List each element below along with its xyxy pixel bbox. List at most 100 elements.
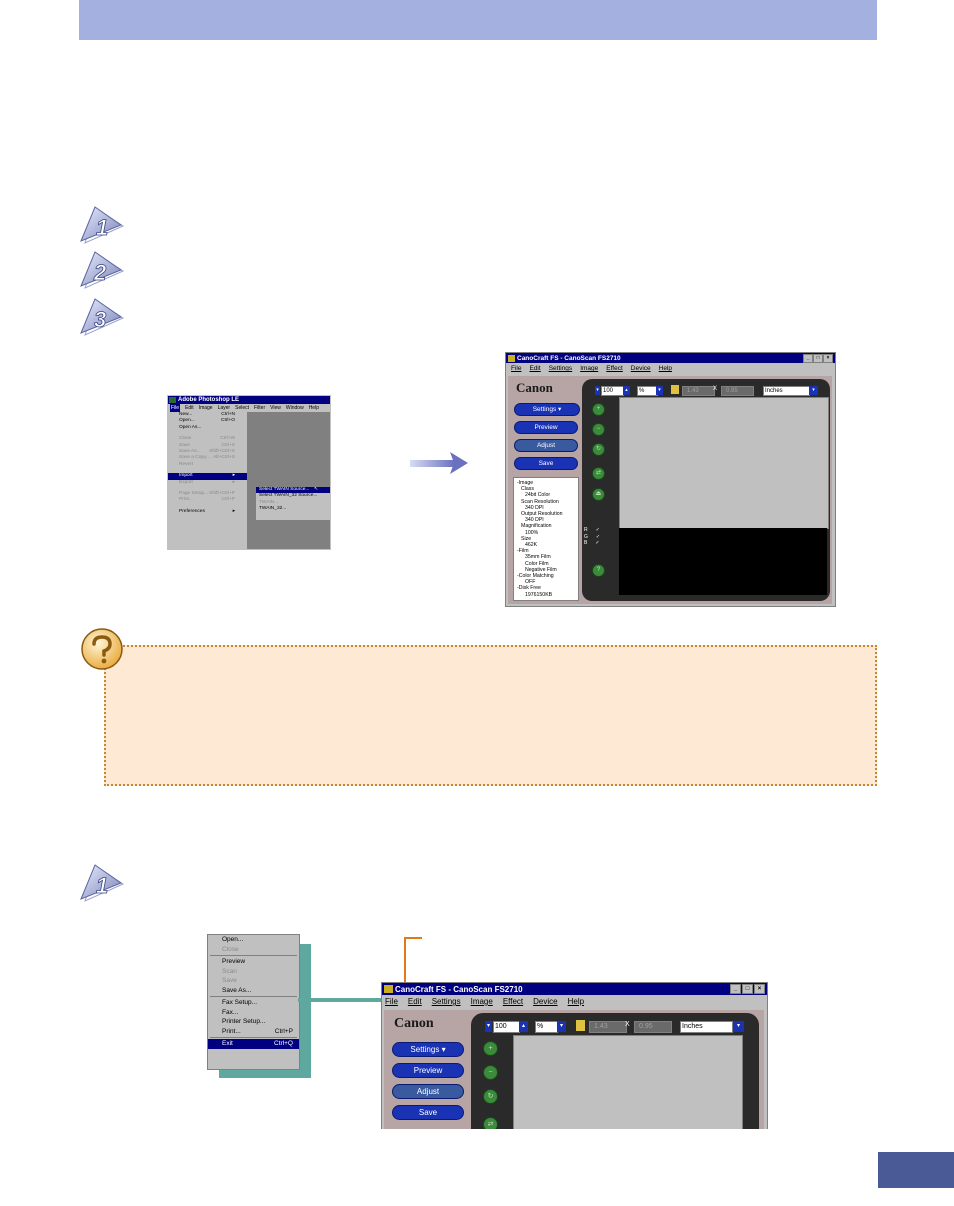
- zoom-field-2[interactable]: 100: [493, 1021, 520, 1033]
- file-menu-item[interactable]: Open...: [208, 935, 299, 945]
- save-button[interactable]: Save: [514, 457, 578, 470]
- photoshop-import-submenu-item[interactable]: Select TWAIN Source...↖: [256, 487, 330, 494]
- canocraft-menu-effect[interactable]: Effect: [502, 997, 524, 1006]
- height-field-2[interactable]: 0.95: [634, 1021, 672, 1033]
- preview-area[interactable]: [619, 397, 829, 529]
- photoshop-menu-help[interactable]: Help: [308, 405, 319, 411]
- preview-area-2[interactable]: [513, 1035, 743, 1129]
- canocraft-menu-edit[interactable]: Edit: [529, 365, 541, 372]
- eject-icon[interactable]: ⏏: [592, 488, 605, 501]
- canocraft-menu-help[interactable]: Help: [658, 365, 673, 372]
- canocraft-menu-effect[interactable]: Effect: [606, 365, 623, 372]
- close-button[interactable]: ×: [823, 354, 833, 363]
- canocraft-menu-device[interactable]: Device: [630, 365, 651, 372]
- units-select-2[interactable]: Inches: [680, 1021, 733, 1033]
- photoshop-file-menu-item[interactable]: Import▸: [168, 473, 247, 480]
- width-field[interactable]: 1.43: [682, 386, 715, 396]
- zoom-out-icon-2[interactable]: −: [483, 1065, 498, 1080]
- file-menu-item[interactable]: Print...Ctrl+P: [208, 1027, 299, 1037]
- maximize-button-2[interactable]: □: [742, 984, 753, 994]
- zoom-in-icon[interactable]: +: [592, 403, 605, 416]
- zoom-up-button-2[interactable]: ▴: [519, 1021, 528, 1032]
- canocraft-menu-help[interactable]: Help: [567, 997, 585, 1006]
- zoom-in-icon-2[interactable]: +: [483, 1041, 498, 1056]
- photoshop-menu-filter[interactable]: Filter: [254, 405, 266, 411]
- units-dropdown[interactable]: ▾: [809, 386, 818, 395]
- canocraft-menu-settings[interactable]: Settings: [431, 997, 461, 1006]
- photoshop-file-menu-item[interactable]: Open...Ctrl+O: [168, 418, 247, 424]
- photoshop-menu-window[interactable]: Window: [285, 405, 304, 411]
- file-menu-item[interactable]: Save As...: [208, 986, 299, 996]
- lock-icon[interactable]: [671, 385, 679, 394]
- photoshop-file-menu-item[interactable]: Preferences▸: [168, 509, 247, 515]
- zoom-unit-dropdown-2[interactable]: ▾: [557, 1021, 566, 1032]
- adjust-button-2[interactable]: Adjust: [392, 1084, 464, 1099]
- settings-button-2[interactable]: Settings ▾: [392, 1042, 464, 1057]
- minimize-button[interactable]: _: [803, 354, 813, 363]
- maximize-button[interactable]: □: [813, 354, 823, 363]
- photoshop-import-submenu-item[interactable]: TWAIN...: [256, 500, 330, 506]
- canocraft-menu-device[interactable]: Device: [533, 997, 558, 1006]
- photoshop-file-menu-item[interactable]: Print...Ctrl+P: [168, 497, 247, 503]
- flip-icon[interactable]: ⇄: [592, 467, 605, 480]
- adjust-button[interactable]: Adjust: [514, 439, 578, 452]
- lock-icon-2[interactable]: [576, 1020, 585, 1031]
- help-icon[interactable]: ?: [592, 564, 605, 577]
- canocraft-menu-image[interactable]: Image: [470, 997, 493, 1006]
- zoom-out-icon[interactable]: −: [592, 423, 605, 436]
- canocraft-menu-file[interactable]: File: [511, 365, 522, 372]
- zoom-down-button[interactable]: ▾: [595, 386, 600, 395]
- photoshop-menu-view[interactable]: View: [270, 405, 281, 411]
- zoom-unit-select-2[interactable]: %: [535, 1021, 558, 1033]
- photoshop-file-menu-item[interactable]: New...Ctrl+N: [168, 412, 247, 418]
- canocraft-menu-settings[interactable]: Settings: [548, 365, 573, 372]
- file-menu-item[interactable]: Save: [208, 976, 299, 986]
- photoshop-file-menu-item[interactable]: Revert: [168, 462, 247, 468]
- photoshop-file-menu-item[interactable]: Page Setup...Shift+Ctrl+P: [168, 491, 247, 497]
- rotate-icon-2[interactable]: ↻: [483, 1089, 498, 1104]
- file-menu-item[interactable]: Close: [208, 945, 299, 955]
- photoshop-menu-image[interactable]: Image: [198, 405, 213, 411]
- rgb-channel-row[interactable]: B✓: [584, 540, 614, 547]
- canocraft-menu-file[interactable]: File: [385, 997, 398, 1006]
- canocraft-menu-edit[interactable]: Edit: [407, 997, 422, 1006]
- photoshop-menu-edit[interactable]: Edit: [185, 405, 194, 411]
- units-dropdown-2[interactable]: ▾: [733, 1021, 744, 1032]
- file-menu-item[interactable]: Fax...: [208, 1008, 299, 1018]
- preview-button-2[interactable]: Preview: [392, 1063, 464, 1078]
- zoom-down-button-2[interactable]: ▾: [485, 1021, 492, 1032]
- photoshop-menu-layer[interactable]: Layer: [217, 405, 231, 411]
- photoshop-file-menu-item[interactable]: Open As...: [168, 425, 247, 431]
- close-button-2[interactable]: ×: [754, 984, 765, 994]
- width-field-2[interactable]: 1.43: [589, 1021, 627, 1033]
- settings-button[interactable]: Settings ▾: [514, 403, 580, 416]
- preview-button[interactable]: Preview: [514, 421, 578, 434]
- file-menu-item[interactable]: Printer Setup...: [208, 1017, 299, 1027]
- photoshop-file-menu-item[interactable]: Export▸: [168, 480, 247, 486]
- photoshop-import-submenu-item[interactable]: TWAIN_32...: [256, 506, 330, 512]
- photoshop-file-menu-item[interactable]: Save a Copy...Alt+Ctrl+S: [168, 455, 247, 461]
- flip-icon-2[interactable]: ⇄: [483, 1117, 498, 1129]
- height-field[interactable]: 0.95: [721, 386, 754, 396]
- photoshop-menu-select[interactable]: Select: [235, 405, 250, 411]
- rgb-channel-row[interactable]: R✓: [584, 527, 614, 534]
- file-menu-item[interactable]: Preview: [208, 957, 299, 967]
- minimize-button-2[interactable]: _: [730, 984, 741, 994]
- photoshop-file-menu-item[interactable]: Save As...Shift+Ctrl+S: [168, 449, 247, 455]
- zoom-unit-dropdown[interactable]: ▾: [656, 386, 663, 395]
- rotate-icon[interactable]: ↻: [592, 443, 605, 456]
- save-button-2[interactable]: Save: [392, 1105, 464, 1120]
- zoom-unit-select[interactable]: %: [637, 386, 658, 396]
- file-menu-item[interactable]: Scan: [208, 967, 299, 977]
- file-menu-item[interactable]: Fax Setup...: [208, 998, 299, 1008]
- units-select[interactable]: Inches: [763, 386, 810, 396]
- canocraft-menu-image[interactable]: Image: [580, 365, 599, 372]
- photoshop-menu-file[interactable]: File: [170, 404, 181, 412]
- zoom-up-button[interactable]: ▴: [623, 386, 630, 395]
- zoom-field[interactable]: 100: [601, 386, 624, 396]
- photoshop-import-submenu-item[interactable]: Select TWAIN_32 Source...: [256, 493, 330, 499]
- rgb-channel-row[interactable]: G✓: [584, 534, 614, 541]
